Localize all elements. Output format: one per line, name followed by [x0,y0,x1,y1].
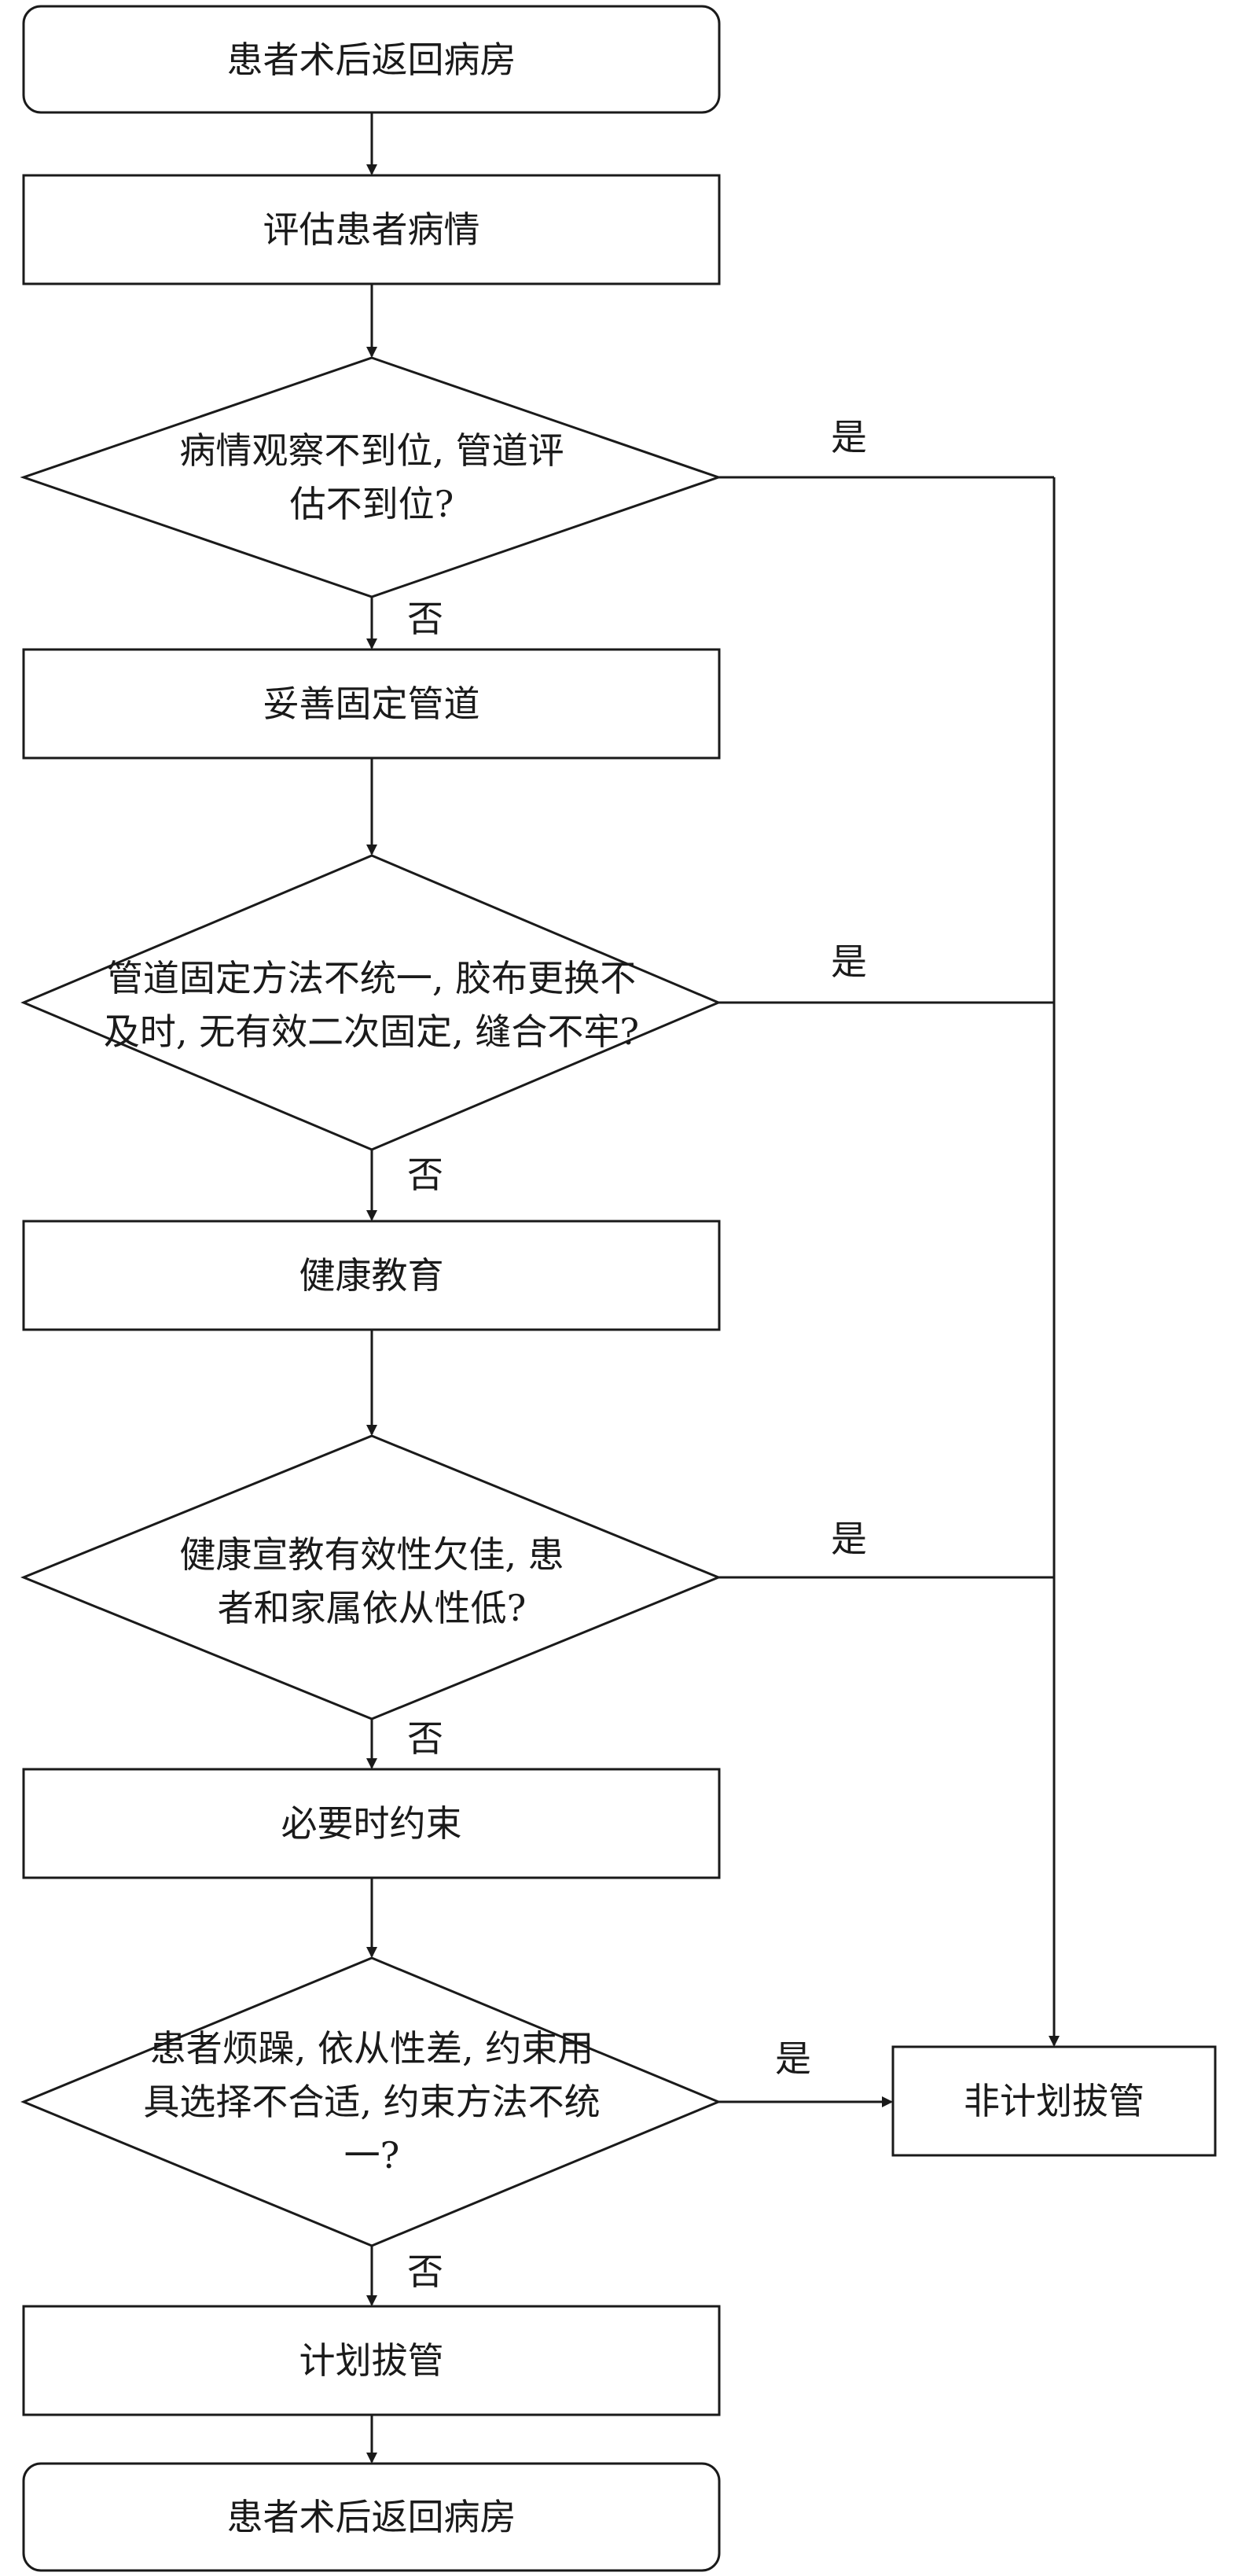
no-label-1: 否 [407,598,443,640]
planned-node [22,2305,721,2416]
decision2-label: 管道固定方法不统一, 胶布更换不及时, 无有效二次固定, 缝合不牢? [103,957,640,1053]
yes-label-3: 是 [831,1518,867,1560]
no-label-3: 否 [407,1717,443,1760]
start-label: 患者术后返回病房 [226,38,516,81]
end-label: 患者术后返回病房 [226,2496,516,2538]
no-label-4: 否 [407,2250,443,2293]
decision3-label: 健康宣教有效性欠佳, 患者和家属依从性低? [179,1533,564,1629]
education-label: 健康教育 [299,1254,444,1297]
unplanned-label: 非计划拔管 [964,2080,1144,2122]
restraint-label: 必要时约束 [281,1802,462,1845]
decision1-label: 病情观察不到位, 管道评估不到位? [179,429,564,525]
no-label-2: 否 [407,1154,443,1196]
assess-label: 评估患者病情 [263,208,480,251]
assess-node [22,174,721,285]
education-node [22,1220,721,1331]
decision4-label: 患者烦躁, 依从性差, 约束用具选择不合适, 约束方法不统一? [143,2027,601,2177]
fix-tube-label: 妥善固定管道 [263,683,480,725]
unplanned-node [891,2045,1217,2157]
end-node [22,2462,721,2572]
planned-label: 计划拔管 [299,2339,444,2382]
yes-label-1: 是 [831,416,867,458]
yes-label-2: 是 [831,940,867,983]
yes-label-4: 是 [775,2037,811,2080]
